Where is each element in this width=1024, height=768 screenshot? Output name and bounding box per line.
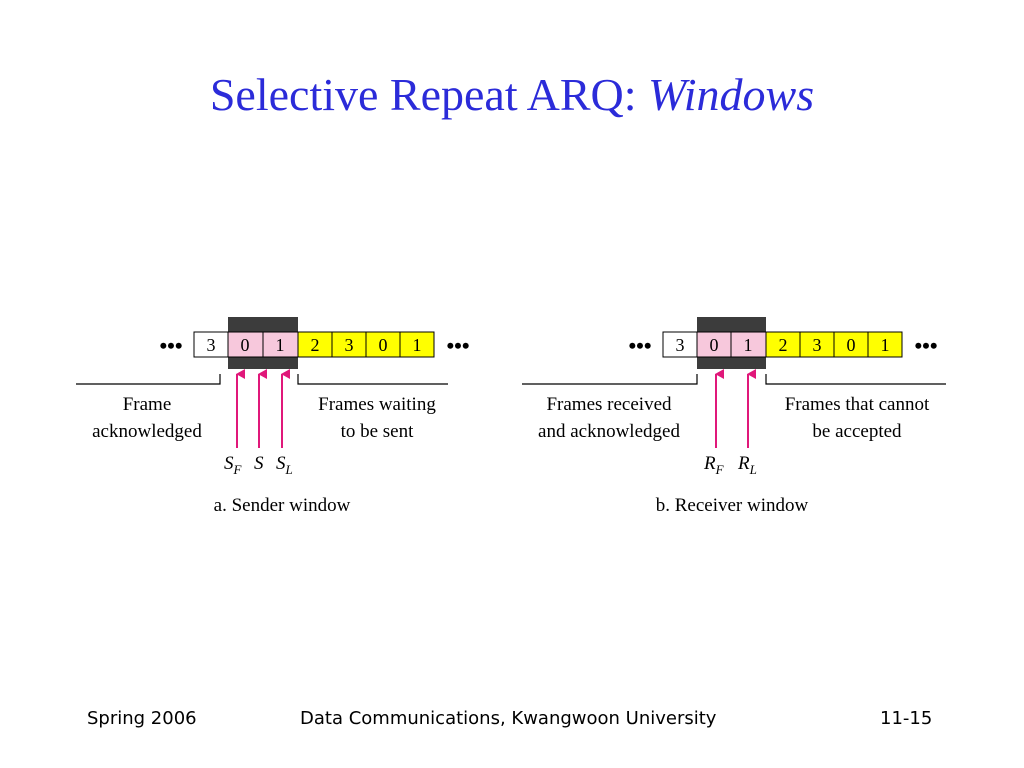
rf-pointer-label: RF bbox=[703, 453, 725, 477]
sender-right-bracket bbox=[297, 374, 448, 385]
receiver-pointer-arrows bbox=[715, 369, 756, 448]
sender-cell-6 bbox=[399, 331, 435, 358]
sender-left-bracket bbox=[76, 374, 221, 385]
sender-pointer-labels: SF S SL bbox=[224, 453, 293, 477]
sender-cell-label-2: 1 bbox=[276, 335, 285, 355]
receiver-cell-4 bbox=[799, 331, 835, 358]
sender-cells bbox=[193, 331, 435, 358]
sender-cell-label-4: 3 bbox=[345, 335, 354, 355]
sender-left-label-line2: acknowledged bbox=[92, 421, 202, 442]
receiver-cell-1 bbox=[696, 331, 732, 358]
receiver-left-label-line2: and acknowledged bbox=[538, 421, 680, 442]
receiver-window-panel: ••• 3 0 1 2 3 0 1 ••• Frames received an… bbox=[522, 317, 946, 516]
sender-cell-2 bbox=[262, 331, 299, 358]
receiver-cell-label-0: 3 bbox=[676, 335, 685, 355]
sf-pointer-label: SF bbox=[224, 453, 243, 477]
receiver-cell-0 bbox=[662, 331, 698, 358]
rf-pointer-sub: F bbox=[715, 462, 725, 477]
receiver-caption: b. Receiver window bbox=[656, 495, 809, 516]
sender-pointer-arrows bbox=[236, 369, 290, 448]
rl-pointer-name: R bbox=[737, 453, 750, 474]
title-main: Selective Repeat ARQ: bbox=[209, 69, 648, 120]
receiver-cells bbox=[662, 331, 903, 358]
sender-caption: a. Sender window bbox=[214, 495, 351, 516]
receiver-left-label: Frames received and acknowledged bbox=[538, 394, 680, 442]
receiver-left-bracket bbox=[522, 374, 698, 385]
sl-pointer-label: SL bbox=[276, 453, 293, 477]
sender-left-label-line1: Frame bbox=[123, 394, 172, 415]
receiver-cell-labels: 3 0 1 2 3 0 1 bbox=[676, 335, 890, 355]
receiver-cell-5 bbox=[833, 331, 869, 358]
sf-pointer-name: S bbox=[224, 453, 234, 474]
receiver-cell-label-1: 0 bbox=[710, 335, 719, 355]
footer-course: Data Communications, Kwangwoon Universit… bbox=[300, 708, 717, 729]
sender-cell-label-3: 2 bbox=[311, 335, 320, 355]
sender-window-panel: ••• 3 0 1 2 3 0 1 ••• Frame acknowledged bbox=[76, 317, 470, 516]
sender-left-label: Frame acknowledged bbox=[92, 394, 202, 442]
sl-pointer-name: S bbox=[276, 453, 286, 474]
sender-cell-labels: 3 0 1 2 3 0 1 bbox=[207, 335, 422, 355]
sender-cell-3 bbox=[297, 331, 333, 358]
window-diagram: ••• 3 0 1 2 3 0 1 ••• Frame acknowledged bbox=[76, 317, 946, 516]
sf-pointer-sub: F bbox=[233, 462, 243, 477]
sender-cell-label-5: 0 bbox=[379, 335, 388, 355]
sender-right-ellipsis: ••• bbox=[446, 333, 469, 358]
sender-cell-label-0: 3 bbox=[207, 335, 216, 355]
sender-left-ellipsis: ••• bbox=[159, 333, 182, 358]
receiver-cell-label-2: 1 bbox=[744, 335, 753, 355]
receiver-cell-label-3: 2 bbox=[779, 335, 788, 355]
title-emphasis: Windows bbox=[648, 69, 815, 120]
slide-title: Selective Repeat ARQ: Windows bbox=[0, 68, 1024, 121]
rl-pointer-sub: L bbox=[749, 462, 757, 477]
receiver-right-label-line1: Frames that cannot bbox=[785, 394, 930, 415]
receiver-cell-2 bbox=[730, 331, 767, 358]
receiver-right-bracket bbox=[765, 374, 946, 385]
rf-pointer-name: R bbox=[703, 453, 716, 474]
sender-right-label-line2: to be sent bbox=[341, 421, 415, 442]
s-pointer-label: S bbox=[254, 453, 264, 474]
footer-date: Spring 2006 bbox=[87, 708, 197, 729]
sl-pointer-sub: L bbox=[285, 462, 293, 477]
sender-right-label-line1: Frames waiting bbox=[318, 394, 436, 415]
receiver-right-label: Frames that cannot be accepted bbox=[785, 394, 930, 442]
receiver-cell-6 bbox=[867, 331, 903, 358]
sender-right-label: Frames waiting to be sent bbox=[318, 394, 436, 442]
sender-cell-5 bbox=[365, 331, 401, 358]
rl-pointer-label: RL bbox=[737, 453, 757, 477]
sender-cell-4 bbox=[331, 331, 367, 358]
sender-cell-label-6: 1 bbox=[413, 335, 422, 355]
sender-cell-label-1: 0 bbox=[241, 335, 250, 355]
receiver-left-label-line1: Frames received bbox=[546, 394, 672, 415]
receiver-right-label-line2: be accepted bbox=[812, 421, 902, 442]
receiver-pointer-labels: RF RL bbox=[703, 453, 757, 477]
receiver-cell-label-5: 0 bbox=[847, 335, 856, 355]
sender-cell-1 bbox=[227, 331, 264, 358]
receiver-left-ellipsis: ••• bbox=[628, 333, 651, 358]
receiver-cell-label-4: 3 bbox=[813, 335, 822, 355]
s-pointer-name: S bbox=[254, 453, 264, 474]
receiver-cell-label-6: 1 bbox=[881, 335, 890, 355]
footer-slide-number: 11-15 bbox=[880, 708, 933, 729]
receiver-right-ellipsis: ••• bbox=[914, 333, 937, 358]
